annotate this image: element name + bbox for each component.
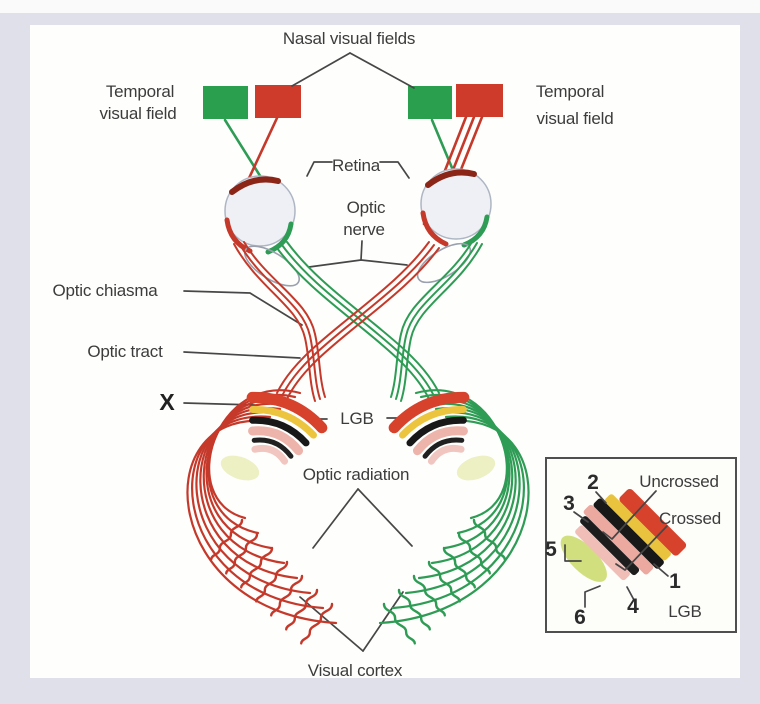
label-x-marker: X [159, 389, 175, 415]
label-optic-radiation: Optic radiation [303, 465, 410, 484]
inset-layer-5: 5 [545, 538, 557, 561]
label-lgb: LGB [340, 409, 373, 428]
top-margin-strip [0, 0, 760, 13]
inset-layer-4: 4 [627, 595, 639, 618]
left-nasal-field-swatch [255, 85, 301, 118]
inset-label-crossed: Crossed [659, 509, 721, 528]
label-temporal-right-1: Temporal [536, 82, 604, 101]
label-temporal-left-2: visual field [100, 104, 177, 123]
left-lgb-smudge [220, 455, 260, 481]
right-nasal-field-swatch [408, 86, 452, 119]
label-visual-cortex: Visual cortex [308, 661, 403, 680]
right-temporal-field-swatch [456, 84, 503, 117]
label-temporal-right-2: visual field [537, 109, 614, 128]
label-optic-tract: Optic tract [87, 342, 163, 361]
label-temporal-left-1: Temporal [106, 82, 174, 101]
inset-layer-6: 6 [574, 606, 586, 629]
left-temporal-field-swatch [203, 86, 248, 119]
inset-lgb-layers [560, 488, 687, 582]
label-optic-nerve-2: nerve [343, 220, 385, 239]
lgb-inset: Uncrossed Crossed LGB 2 3 5 6 4 1 [545, 457, 737, 633]
left-eye [225, 176, 295, 252]
right-eye [421, 169, 491, 245]
label-optic-nerve-1: Optic [347, 198, 386, 217]
inset-leader-lines [564, 490, 669, 608]
inset-layer-2: 2 [587, 471, 599, 494]
label-retina: Retina [332, 156, 381, 175]
inset-label-uncrossed: Uncrossed [639, 472, 718, 491]
right-lgb-smudge [456, 455, 496, 481]
inset-label-lgb: LGB [668, 602, 701, 621]
label-nasal-visual-fields: Nasal visual fields [283, 29, 415, 48]
label-optic-chiasma: Optic chiasma [52, 281, 158, 300]
inset-layer-1: 1 [669, 570, 681, 593]
inset-layer-3: 3 [563, 492, 575, 515]
